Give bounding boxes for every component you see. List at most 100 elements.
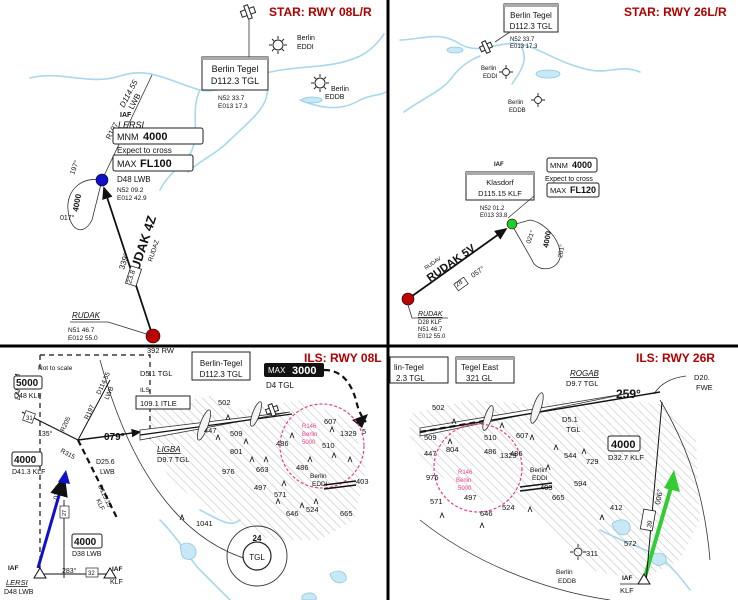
expect-to-cross: Expect to cross xyxy=(545,176,593,183)
start-fix-name: RUDAK xyxy=(418,311,443,318)
mnm-label: MNM xyxy=(550,161,568,170)
fix-dme: D48 LWB xyxy=(117,175,151,184)
tegel-name: lin-Tegel xyxy=(394,363,424,372)
river-west xyxy=(403,55,481,113)
max-value: FL120 xyxy=(570,185,596,195)
eddi-city: Berlin xyxy=(481,66,496,72)
vor-lon: E013 17.3 xyxy=(510,44,538,50)
fix-lat: N52 01.2 xyxy=(480,206,505,212)
max-box xyxy=(546,182,600,198)
max-label: MAX xyxy=(268,366,286,375)
middle-marker xyxy=(250,401,262,427)
vor-lat: N52 33.7 xyxy=(510,37,535,43)
svg-text:524: 524 xyxy=(306,505,319,514)
east-name: Tegel East xyxy=(461,363,499,372)
hold-inbound: 201° xyxy=(556,243,566,258)
svg-text:572: 572 xyxy=(624,539,637,548)
route-39: 39 xyxy=(646,520,654,529)
klf-fix-icon xyxy=(103,567,117,579)
altitude-4000: 4000 xyxy=(611,439,635,451)
eddi-airport-icon xyxy=(499,65,513,79)
start-dme: D28 KLF xyxy=(418,320,442,326)
iaf-label: IAF xyxy=(622,575,633,582)
max-label: MAX xyxy=(117,159,137,169)
svg-text:412: 412 xyxy=(610,503,623,512)
altitude-4000: 4000 xyxy=(14,455,37,466)
vor-name: Berlin Tegel xyxy=(212,64,259,74)
eddb-code: EDDB xyxy=(509,108,526,114)
dme-41: D41.3 KLF xyxy=(12,469,45,476)
fix-box xyxy=(465,171,535,201)
start-lon: E012 55.0 xyxy=(68,335,98,342)
svg-text:509: 509 xyxy=(424,433,437,442)
ils-box xyxy=(135,395,191,410)
eddi-city: Berlin xyxy=(310,473,327,480)
course-259: 259° xyxy=(616,387,641,401)
ils-label: ILS xyxy=(140,387,150,394)
altitude-4000-b: 4000 xyxy=(74,537,97,548)
arrival-route xyxy=(407,227,508,300)
approach-arrow-green xyxy=(642,483,674,581)
vor-freq: D112.3 TGL xyxy=(510,22,553,31)
restricted-alt: 5000 xyxy=(302,440,316,446)
svg-text:486: 486 xyxy=(510,449,523,458)
svg-text:663: 663 xyxy=(256,465,269,474)
restricted-name: Berlin xyxy=(302,432,317,438)
panel-ils-08l: Not to scale LANUM 5000 D48 KLF 31 135° … xyxy=(4,346,382,600)
tegel-freq: 2.3 TGL xyxy=(396,374,425,383)
fix-freq: D115.15 KLF xyxy=(478,189,522,198)
panel-star-26: STAR: RWY 26L/R Berlin Tegel D112.3 TGL … xyxy=(399,3,727,340)
svg-text:976: 976 xyxy=(426,473,439,482)
restricted-area xyxy=(433,423,523,513)
holding-pattern xyxy=(67,178,103,231)
approach-arrow-blue xyxy=(36,475,68,569)
route-distance: 23.8 xyxy=(126,269,137,284)
dme-38: D38 LWB xyxy=(72,551,102,558)
svg-text:571: 571 xyxy=(274,490,287,499)
max-box xyxy=(112,154,194,172)
panel-title: STAR: RWY 08L/R xyxy=(269,5,372,19)
svg-text:665: 665 xyxy=(340,509,353,518)
eddb-city: Berlin xyxy=(508,100,523,106)
svg-text:486: 486 xyxy=(296,463,309,472)
east-freq: 321 GL xyxy=(466,374,493,383)
panel-ils-26r: ILS: RWY 26R lin-Tegel 2.3 TGL Tegel Eas… xyxy=(389,351,715,600)
svg-text:544: 544 xyxy=(564,451,577,460)
arrival-route xyxy=(102,186,153,335)
lersi-fix-icon xyxy=(33,567,47,579)
svg-text:524: 524 xyxy=(502,503,515,512)
max-dme: D4 TGL xyxy=(266,381,294,390)
fix-upper-dme: D5.1 TGL xyxy=(140,369,172,378)
course-006: 006° xyxy=(653,489,665,506)
route-31: 31 xyxy=(26,416,33,422)
eddb-city: Berlin xyxy=(556,569,573,576)
fix-lat: N52 09.2 xyxy=(117,187,144,194)
restricted-name: Berlin xyxy=(456,478,471,484)
fix-lon: E013 33.8 xyxy=(480,213,508,219)
vor-lon: E013 17.3 xyxy=(218,103,248,110)
obstacles: 502 447 509 801 976 663 486 607 1329 510… xyxy=(179,398,369,528)
eddb-airport-icon xyxy=(311,74,329,92)
svg-text:403: 403 xyxy=(540,483,553,492)
vor-lat: N52 33.7 xyxy=(218,95,245,102)
iaf-label-klf: IAF xyxy=(112,566,123,573)
svg-text:497: 497 xyxy=(254,483,267,492)
dme-25-id: LWB xyxy=(100,469,115,476)
altitude-box xyxy=(607,435,641,452)
start-lon: E012 55.0 xyxy=(418,334,446,340)
panel-title: ILS: RWY 08L xyxy=(304,351,382,365)
svg-text:5: 5 xyxy=(362,427,366,436)
hold-inbound: 197° xyxy=(68,159,81,176)
eddi-code: EDDI xyxy=(312,481,328,488)
route-27: 27 xyxy=(62,510,68,516)
svg-text:1329: 1329 xyxy=(340,429,357,438)
tegel-vor-box xyxy=(389,356,449,384)
mnm-value: 4000 xyxy=(572,160,592,170)
river-branch-east xyxy=(187,73,269,173)
iaf-label: IAF xyxy=(494,162,504,168)
vor-icon xyxy=(478,40,494,54)
iaf-label: IAF xyxy=(120,112,132,119)
svg-text:646: 646 xyxy=(286,509,299,518)
svg-text:607: 607 xyxy=(324,417,337,426)
svg-text:311: 311 xyxy=(586,549,598,558)
